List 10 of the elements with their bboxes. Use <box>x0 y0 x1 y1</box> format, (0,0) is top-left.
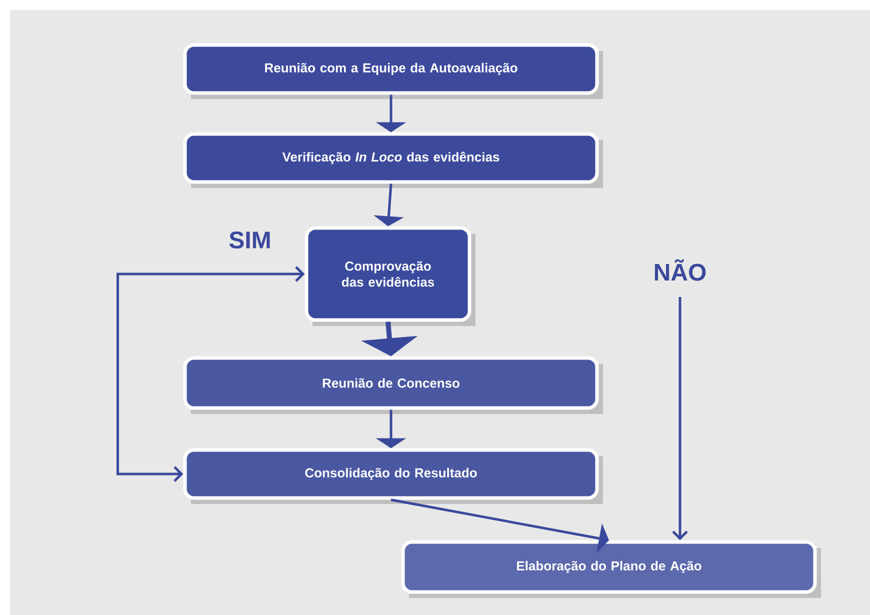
arrow <box>672 296 688 540</box>
process-box: Reunião de Concenso <box>183 356 599 410</box>
edge-label: NÃO <box>654 259 706 281</box>
process-box: Comprovação das evidências <box>304 226 472 322</box>
arrow <box>116 266 305 482</box>
process-box: Verificação In Loco das evidências <box>183 132 599 184</box>
process-box: Consolidação do Resultado <box>183 448 599 500</box>
edge-label: SIM <box>229 232 270 248</box>
process-box: Elaboração do Plano de Ação <box>401 540 817 594</box>
process-box: Reunião com a Equipe da Autoavaliação <box>183 43 599 95</box>
